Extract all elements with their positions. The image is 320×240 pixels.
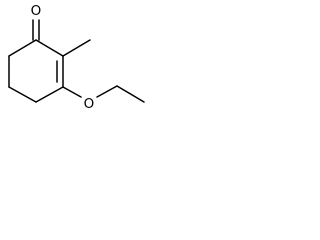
bond-o-ch2 [96, 85, 118, 98]
ether-oxygen-label: O [84, 96, 95, 112]
bond-c5-c4 [8, 86, 37, 103]
bond-c2-methyl [62, 39, 91, 57]
bond-c3-o [62, 86, 82, 98]
bond-c2-c1 [35, 39, 64, 57]
bond-c1-c6 [8, 39, 37, 57]
chemical-structure: O O [8, 3, 145, 112]
bonds [8, 19, 145, 103]
carbonyl-oxygen-label: O [31, 3, 42, 19]
bond-ch2-ch3 [116, 85, 145, 103]
bond-c4-c3 [35, 86, 64, 103]
